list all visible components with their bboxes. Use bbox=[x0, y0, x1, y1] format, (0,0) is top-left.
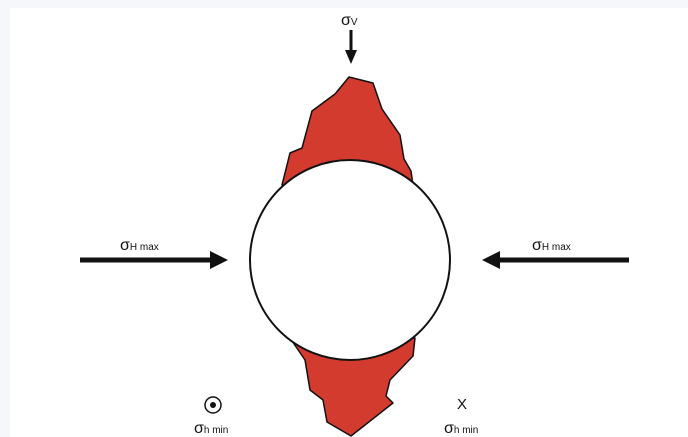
diagram-canvas: σV σH max σH max X σh min σh min bbox=[10, 8, 688, 437]
sigma-h-min-right-symbol: σ bbox=[444, 420, 454, 437]
sigma-h-max-left-label: σH max bbox=[120, 238, 159, 254]
sigma-v-symbol: σ bbox=[341, 12, 351, 29]
sigma-h-min-right-subscript: h min bbox=[454, 425, 478, 436]
dot-circle-icon bbox=[205, 397, 221, 413]
sigma-h-min-right-label: σh min bbox=[444, 421, 478, 437]
sigma-h-max-left-symbol: σ bbox=[120, 237, 130, 254]
sigma-v-label: σV bbox=[341, 13, 358, 29]
sigma-h-max-right-symbol: σ bbox=[532, 237, 542, 254]
sigma-h-max-right-label: σH max bbox=[532, 238, 571, 254]
sigma-v-subscript: V bbox=[351, 17, 358, 28]
arrow-down-icon bbox=[345, 30, 357, 64]
sigma-h-min-left-symbol: σ bbox=[194, 420, 204, 437]
sigma-h-max-right-subscript: H max bbox=[542, 242, 571, 253]
sigma-h-min-left-subscript: h min bbox=[204, 425, 228, 436]
stress-diagram bbox=[10, 8, 688, 437]
borehole-circle bbox=[250, 160, 450, 360]
sigma-h-max-left-subscript: H max bbox=[130, 242, 159, 253]
cross-icon: X bbox=[457, 397, 467, 412]
sigma-h-min-left-label: σh min bbox=[194, 421, 228, 437]
